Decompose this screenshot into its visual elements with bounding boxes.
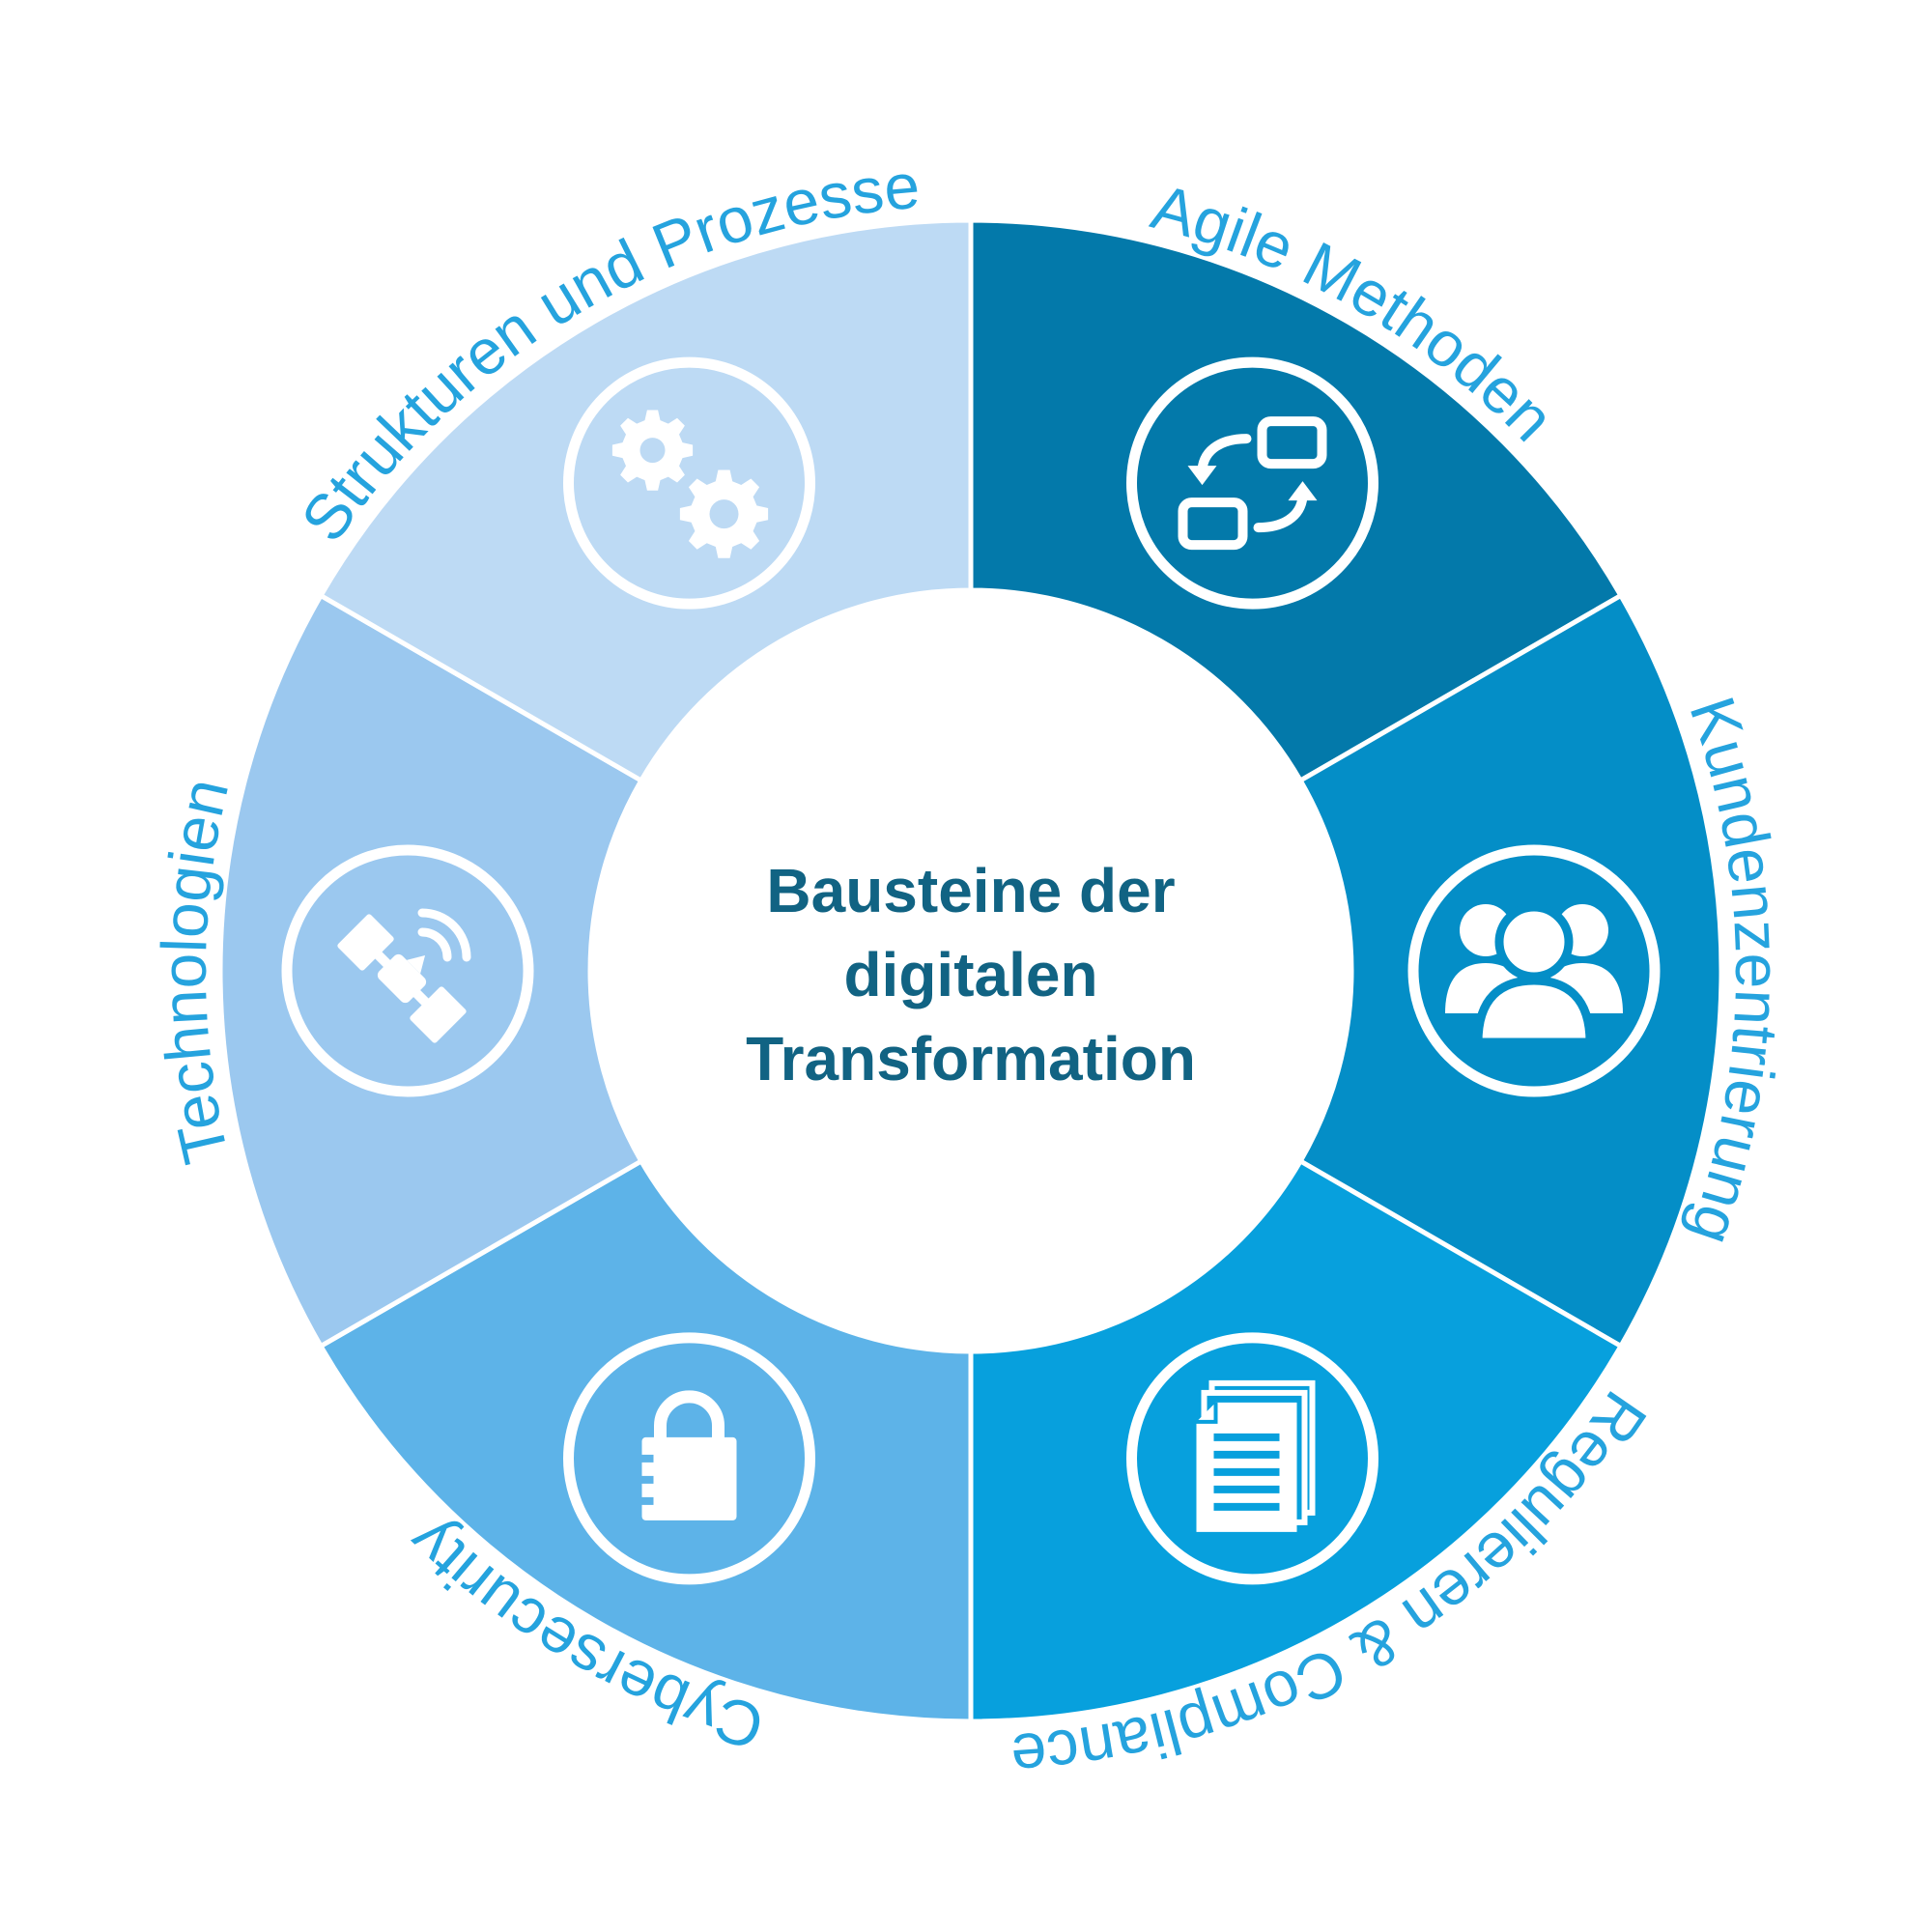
icon-ring <box>563 356 815 610</box>
signal-wave <box>417 927 452 962</box>
agile-cycle-icon <box>1126 356 1378 610</box>
lock-notch <box>641 1475 654 1484</box>
document-fold <box>1196 1402 1218 1424</box>
arrow-down-icon <box>1187 466 1217 486</box>
icon-ring <box>1126 1332 1378 1585</box>
lock-notch <box>641 1496 654 1505</box>
cycle-arrow-shaft <box>1197 434 1252 475</box>
center-title-line-3: Transformation <box>746 1024 1196 1094</box>
icon-ring <box>281 844 534 1097</box>
gear-hole <box>639 438 666 464</box>
satellite-body <box>377 953 427 1004</box>
people-group-icon <box>1407 844 1661 1097</box>
cycle-box-bottom <box>1178 497 1248 551</box>
gear-hole <box>709 499 739 529</box>
signal-wave <box>417 908 471 962</box>
cycle-arrow-shaft <box>1253 492 1308 533</box>
center-title-line-2: digitalen <box>843 940 1097 1009</box>
person-body <box>1473 976 1595 1047</box>
lock-notch <box>641 1454 654 1463</box>
person-head <box>1494 902 1574 981</box>
center-title: Bausteine der digitalen Transformation <box>746 856 1196 1094</box>
icon-ring <box>563 1332 815 1585</box>
lock-body <box>641 1436 737 1520</box>
lock-shackle <box>654 1390 724 1441</box>
center-circle <box>590 590 1351 1351</box>
gears-icon <box>563 356 815 610</box>
documents-icon <box>1126 1332 1378 1585</box>
icon-ring <box>1407 844 1661 1097</box>
satellite-icon <box>281 844 534 1097</box>
cycle-box-top <box>1257 416 1327 469</box>
satellite-dish <box>406 954 426 975</box>
arrow-up-icon <box>1288 481 1318 501</box>
solar-panel <box>337 914 394 971</box>
padlock-icon <box>563 1332 815 1585</box>
center-title-line-1: Bausteine der <box>766 856 1175 925</box>
solar-panel <box>410 986 467 1043</box>
icon-ring <box>1126 356 1378 610</box>
